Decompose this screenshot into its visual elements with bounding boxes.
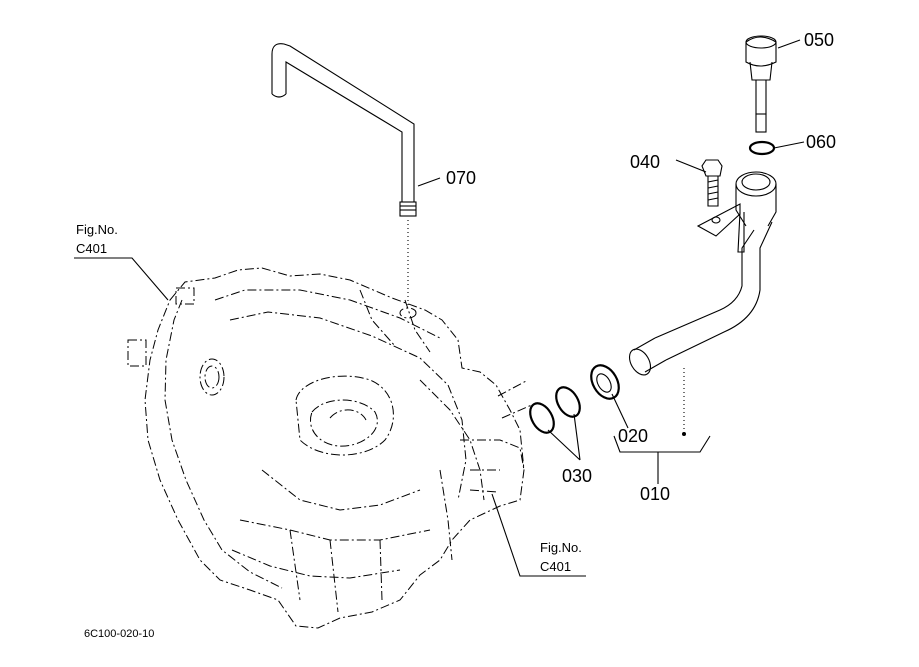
callout-030: 030 (562, 466, 592, 486)
o-ring-060 (748, 140, 776, 156)
fig-reference-right: Fig.No. C401 (540, 540, 582, 574)
fig-ref-number: C401 (76, 241, 107, 256)
collar-020 (590, 364, 620, 400)
transmission-housing (127, 267, 535, 629)
figure-code: 6C100-020-10 (84, 628, 154, 640)
leader-lines (74, 39, 805, 577)
callout-050: 050 (804, 30, 834, 50)
bolt-040 (701, 159, 723, 207)
callout-010: 010 (640, 484, 670, 504)
fig-ref-label: Fig.No. (76, 222, 118, 237)
breather-pipe-070 (271, 43, 417, 306)
callout-070: 070 (446, 168, 476, 188)
callout-020: 020 (618, 426, 648, 446)
fig-ref-number: C401 (540, 559, 571, 574)
fig-reference-left: Fig.No. C401 (76, 222, 118, 256)
callout-040: 040 (630, 152, 660, 172)
callout-060: 060 (806, 132, 836, 152)
fig-ref-label: Fig.No. (540, 540, 582, 555)
dipstick-050 (745, 35, 777, 133)
filler-pipe-010 (628, 171, 777, 436)
